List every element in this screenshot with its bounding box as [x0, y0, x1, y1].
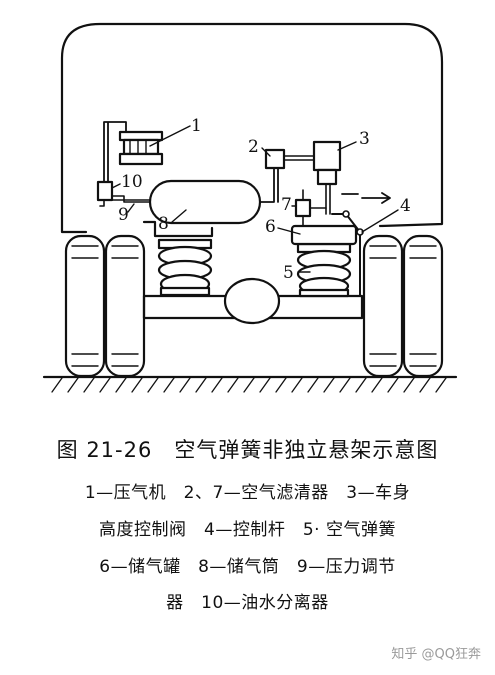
callout-9: 9 — [118, 205, 129, 225]
ground-line — [42, 375, 458, 393]
callout-7: 7 — [281, 195, 292, 215]
valve-body — [316, 168, 338, 186]
legend-line-1: 1—压气机 2、7—空气滤清器 3—车身 — [84, 483, 411, 503]
callout-10: 10 — [121, 172, 143, 192]
reservoir-6 — [290, 224, 358, 246]
right-dual-wheels — [362, 234, 444, 378]
callout-1: 1 — [191, 116, 202, 136]
pressure-regulator-9 — [111, 195, 151, 203]
figure-title: 图 21-26 空气弹簧非独立悬架示意图 — [56, 438, 439, 462]
regulator-line — [99, 199, 105, 207]
watermark: 知乎 @QQ狂奔 — [391, 647, 481, 662]
legend-line-2: 高度控制阀 4—控制杆 5· 空气弹簧 — [99, 520, 396, 540]
oil-water-separator-10 — [96, 180, 114, 202]
callout-2: 2 — [248, 137, 259, 157]
compressor-pipe — [103, 121, 127, 183]
rod-joint — [342, 210, 350, 218]
callout-6: 6 — [265, 217, 276, 237]
tank-to-filter-pipe — [259, 167, 279, 203]
callout-8: 8 — [158, 214, 169, 234]
legend-line-4: 器 10—油水分离器 — [166, 593, 329, 613]
height-control-valve-3 — [312, 140, 342, 172]
callout-3: 3 — [359, 129, 370, 149]
legend-line-3: 6—储气罐 8—储气筒 9—压力调节 — [99, 557, 396, 577]
control-rod-4 — [331, 213, 361, 297]
differential-housing — [223, 277, 281, 325]
callout-4: 4 — [400, 196, 411, 216]
valve-stem — [325, 183, 331, 215]
suspension-diagram: 1 2 3 4 5 6 7 8 9 10 — [42, 22, 458, 393]
filter-to-valve-pipe — [283, 155, 315, 161]
left-air-spring — [157, 238, 213, 297]
left-dual-wheels — [64, 234, 146, 378]
filter7-pipes — [302, 189, 327, 227]
left-spring-bracket — [142, 220, 214, 238]
callout-5: 5 — [283, 263, 294, 283]
right-air-spring — [296, 242, 352, 298]
leader-lines — [111, 125, 399, 273]
exhaust-arrow — [341, 192, 391, 204]
vehicle-body-outline — [60, 22, 444, 234]
air-filter-7 — [294, 198, 312, 218]
air-filter-2 — [264, 148, 286, 170]
compressor-1 — [118, 130, 164, 166]
